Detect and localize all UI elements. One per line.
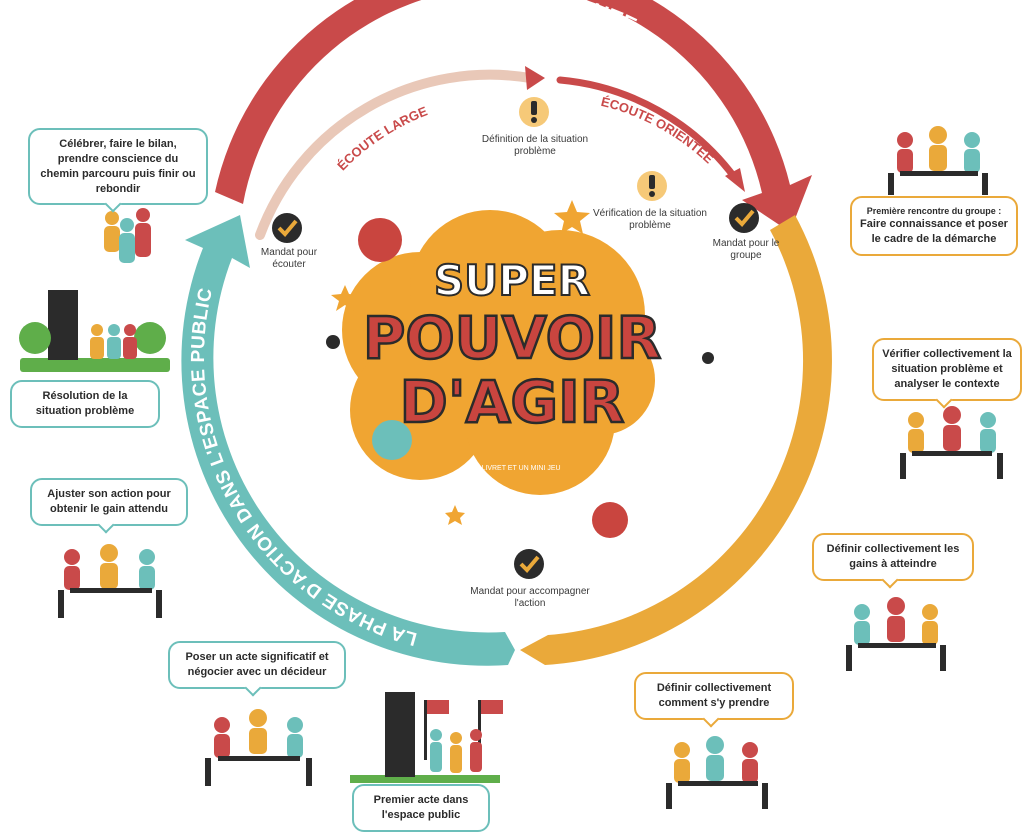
top-phase-arc bbox=[215, 0, 812, 232]
check-icon bbox=[514, 549, 544, 579]
inner-arrow-left-head bbox=[525, 66, 545, 90]
svg-text:ÉCOUTE ORIENTÉE: ÉCOUTE ORIENTÉE bbox=[600, 94, 717, 167]
star-icon bbox=[445, 505, 465, 525]
svg-text:LA PHASE D'ÉCOUTE: LA PHASE D'ÉCOUTE bbox=[394, 0, 640, 38]
bubble-premiere-rencontre-text: Faire connaissance et poser le cadre de … bbox=[860, 218, 1008, 245]
exclamation-icon bbox=[519, 97, 549, 127]
bubble-gains: Définir collectivement les gains à attei… bbox=[812, 533, 974, 581]
inner-label-ecoute-orientee: ÉCOUTE ORIENTÉE bbox=[600, 94, 717, 167]
exclamation-icon bbox=[637, 171, 667, 201]
logo-tagline: UN LIVRET ET UN MINI JEU bbox=[469, 465, 560, 472]
people-table-icon bbox=[846, 597, 946, 671]
bubble-premiere-rencontre: Première rencontre du groupe : Faire con… bbox=[850, 196, 1018, 256]
bubble-premier-acte: Premier acte dans l'espace public bbox=[352, 784, 490, 832]
left-phase-arc bbox=[181, 215, 515, 666]
people-table-icon bbox=[58, 544, 162, 618]
celebration-illustration bbox=[104, 208, 151, 263]
inner-arrow-left bbox=[255, 69, 535, 240]
check-icon bbox=[729, 203, 759, 233]
first-act-illustration bbox=[350, 692, 503, 783]
bubble-comment: Définir collectivement comment s'y prend… bbox=[634, 672, 794, 720]
label-definition: Définition de la situation problème bbox=[481, 134, 589, 157]
label-mandat-action: Mandat pour accompagner l'action bbox=[470, 586, 590, 609]
inner-arrow-right bbox=[556, 76, 739, 182]
bubble-poser: Poser un acte significatif et négocier a… bbox=[168, 641, 346, 689]
bubble-celebrer: Célébrer, faire le bilan, prendre consci… bbox=[28, 128, 208, 206]
label-mandat-groupe: Mandat pour le groupe bbox=[712, 238, 780, 261]
people-table-icon bbox=[888, 126, 988, 195]
star-icon bbox=[331, 285, 359, 311]
inner-arrow-right-head bbox=[725, 168, 745, 192]
bubble-ajuster: Ajuster son action pour obtenir le gain … bbox=[30, 478, 188, 526]
logo-line1: SUPER bbox=[434, 256, 590, 305]
people-table-icon bbox=[900, 406, 1003, 479]
logo-cloud bbox=[326, 200, 714, 538]
bubble-premiere-rencontre-title: Première rencontre du groupe : bbox=[866, 206, 1002, 216]
resolution-illustration bbox=[19, 290, 170, 372]
logo-line2: POUVOIR bbox=[363, 304, 661, 372]
arc-title-top: LA PHASE D'ÉCOUTE bbox=[394, 0, 640, 38]
people-table-icon bbox=[666, 736, 768, 809]
bubble-resolution: Résolution de la situation problème bbox=[10, 380, 160, 428]
check-icon bbox=[272, 213, 302, 243]
bubble-verifier: Vérifier collectivement la situation pro… bbox=[872, 338, 1022, 401]
label-mandat-ecouter: Mandat pour écouter bbox=[260, 247, 318, 270]
people-table-icon bbox=[205, 709, 312, 786]
logo-line3: D'AGIR bbox=[400, 368, 625, 436]
label-verification: Vérification de la situation problème bbox=[593, 208, 707, 231]
star-icon bbox=[554, 200, 590, 234]
right-phase-arc bbox=[520, 215, 832, 665]
